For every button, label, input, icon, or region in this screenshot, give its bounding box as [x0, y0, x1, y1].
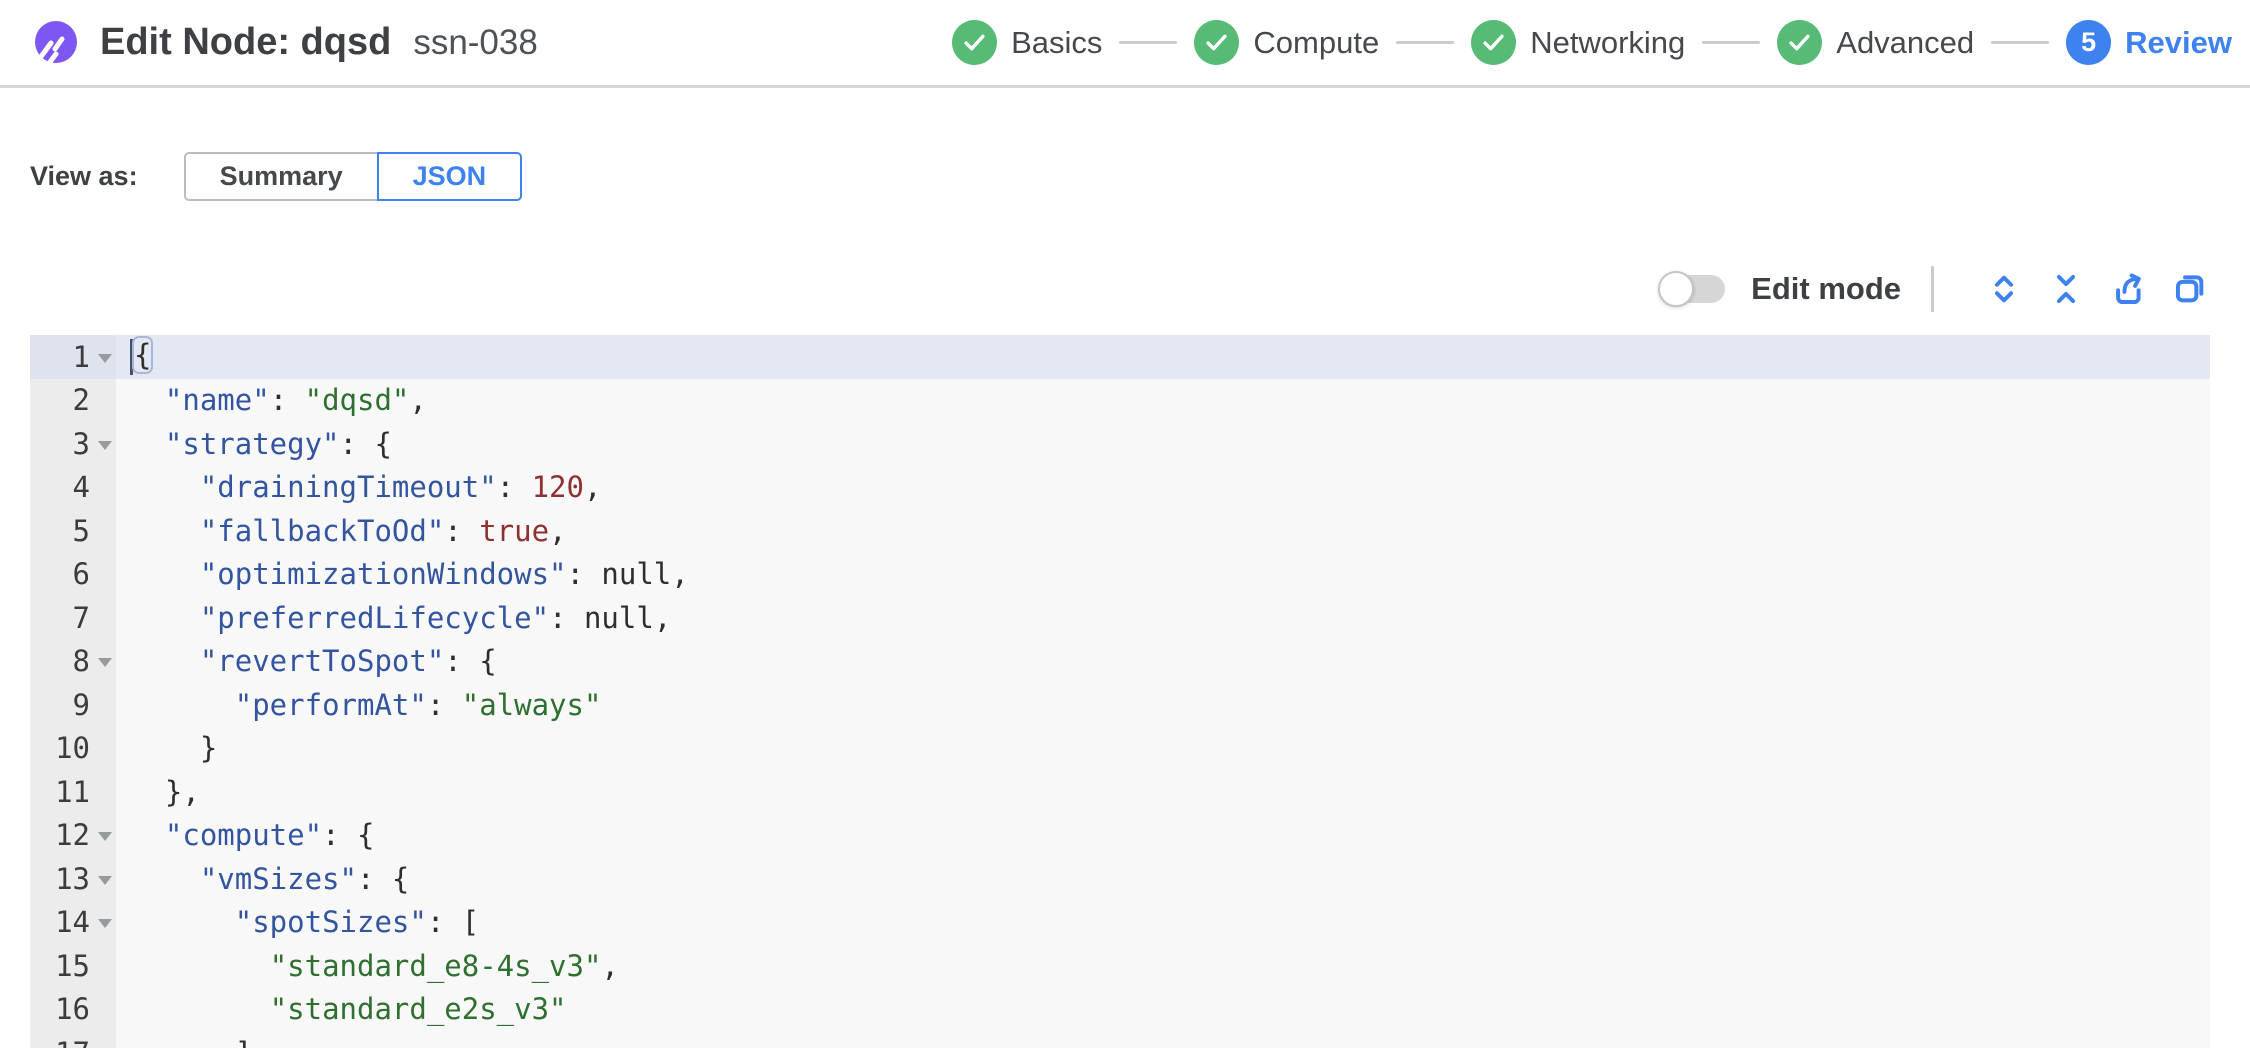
- edit-mode-label: Edit mode: [1751, 271, 1901, 306]
- line-number: 16: [30, 987, 116, 1031]
- check-icon: [1471, 20, 1517, 65]
- editor-line[interactable]: 6 "optimizationWindows": null,: [30, 552, 2210, 596]
- line-number: 11: [30, 770, 116, 814]
- code-text: }: [199, 731, 218, 766]
- line-number: 5: [30, 509, 116, 553]
- json-editor[interactable]: 1{2 "name": "dqsd",3 "strategy": {4 "dra…: [30, 335, 2210, 1048]
- line-number: 4: [30, 465, 116, 509]
- json-editor-lines: 1{2 "name": "dqsd",3 "strategy": {4 "dra…: [30, 335, 2210, 1048]
- text-cursor: [130, 339, 133, 376]
- code-text: ],: [116, 1036, 270, 1048]
- editor-line[interactable]: 17 ],: [30, 1031, 2210, 1048]
- line-number: 17: [30, 1031, 116, 1048]
- toggle-knob: [1658, 271, 1695, 307]
- step-connector: [1119, 41, 1178, 44]
- editor-line[interactable]: 11 },: [30, 770, 2210, 814]
- wizard-stepper: Basics Compute Networking Advanced 5 Review: [952, 20, 2232, 65]
- check-icon: [952, 20, 998, 65]
- editor-line[interactable]: 5 "fallbackToOd": true,: [30, 509, 2210, 553]
- collapse-all-icon[interactable]: [2046, 269, 2086, 309]
- step-compute[interactable]: Compute: [1194, 20, 1379, 65]
- title-wrap: Edit Node: dqsd ssn-038: [100, 21, 538, 64]
- copy-icon[interactable]: [2170, 269, 2210, 309]
- line-number: 12: [30, 813, 116, 857]
- step-label: Compute: [1253, 24, 1380, 60]
- code-text: "preferredLifecycle": null,: [199, 600, 672, 635]
- check-icon: [1194, 20, 1240, 65]
- node-id-label: ssn-038: [413, 23, 538, 62]
- json-view-button[interactable]: JSON: [376, 152, 523, 201]
- editor-line[interactable]: 1{: [30, 335, 2210, 379]
- line-number: 14: [30, 900, 116, 944]
- code-text: "compute": {: [164, 818, 375, 853]
- app-header: Edit Node: dqsd ssn-038 Basics Compute Net…: [0, 0, 2250, 88]
- export-icon[interactable]: [2108, 269, 2148, 309]
- expand-all-icon[interactable]: [1984, 269, 2024, 309]
- editor-line[interactable]: 13 "vmSizes": {: [30, 857, 2210, 901]
- toolbar-divider: [1931, 266, 1934, 312]
- line-number: 9: [30, 683, 116, 727]
- editor-line[interactable]: 10 }: [30, 726, 2210, 770]
- editor-line[interactable]: 14 "spotSizes": [: [30, 900, 2210, 944]
- line-number: 8: [30, 639, 116, 683]
- fold-toggle-icon[interactable]: [98, 440, 112, 450]
- editor-line[interactable]: 7 "preferredLifecycle": null,: [30, 596, 2210, 640]
- code-text: "revertToSpot": {: [199, 644, 497, 679]
- code-text: "standard_e2s_v3": [269, 992, 567, 1027]
- code-text: "vmSizes": {: [199, 861, 410, 896]
- fold-toggle-icon[interactable]: [98, 875, 112, 885]
- line-number: 13: [30, 857, 116, 901]
- line-number: 1: [30, 335, 116, 379]
- line-number: 6: [30, 552, 116, 596]
- step-advanced[interactable]: Advanced: [1777, 20, 1974, 65]
- editor-line[interactable]: 15 "standard_e8-4s_v3",: [30, 944, 2210, 988]
- editor-toolbar: Edit mode: [0, 261, 2210, 317]
- step-label: Basics: [1011, 24, 1103, 60]
- line-number: 7: [30, 596, 116, 640]
- code-text: "name": "dqsd",: [164, 383, 427, 418]
- line-number: 10: [30, 726, 116, 770]
- edit-mode-toggle[interactable]: [1658, 271, 1726, 307]
- editor-line[interactable]: 9 "performAt": "always": [30, 683, 2210, 727]
- code-text: {: [116, 336, 154, 376]
- view-as-row: View as: Summary JSON: [30, 152, 2250, 201]
- code-text: "drainingTimeout": 120,: [199, 470, 602, 505]
- step-connector: [1991, 41, 2050, 44]
- summary-view-button[interactable]: Summary: [183, 152, 377, 201]
- code-text: "standard_e8-4s_v3",: [269, 948, 619, 983]
- code-text: },: [164, 774, 200, 809]
- line-number: 2: [30, 378, 116, 422]
- step-number-badge: 5: [2066, 20, 2112, 65]
- line-number: 15: [30, 944, 116, 988]
- view-as-toggle-group: Summary JSON: [183, 152, 523, 201]
- editor-line[interactable]: 16 "standard_e2s_v3": [30, 987, 2210, 1031]
- fold-toggle-icon[interactable]: [98, 832, 112, 842]
- step-label: Review: [2125, 24, 2232, 60]
- editor-line[interactable]: 12 "compute": {: [30, 813, 2210, 857]
- code-text: "performAt": "always": [234, 687, 602, 722]
- code-text: "strategy": {: [164, 426, 392, 461]
- check-icon: [1777, 20, 1823, 65]
- editor-line[interactable]: 2 "name": "dqsd",: [30, 378, 2210, 422]
- step-label: Advanced: [1836, 24, 1975, 60]
- code-text: "optimizationWindows": null,: [199, 557, 689, 592]
- code-text: "fallbackToOd": true,: [199, 513, 567, 548]
- spot-logo-icon: [35, 20, 77, 64]
- step-label: Networking: [1530, 24, 1686, 60]
- code-text: "spotSizes": [: [234, 905, 480, 940]
- step-basics[interactable]: Basics: [952, 20, 1102, 65]
- step-review[interactable]: 5 Review: [2066, 20, 2232, 65]
- step-networking[interactable]: Networking: [1471, 20, 1685, 65]
- fold-toggle-icon[interactable]: [98, 919, 112, 929]
- step-connector: [1396, 41, 1455, 44]
- editor-line[interactable]: 8 "revertToSpot": {: [30, 639, 2210, 683]
- view-as-label: View as:: [30, 161, 138, 191]
- page-title: Edit Node: dqsd: [100, 21, 392, 63]
- fold-toggle-icon[interactable]: [98, 353, 112, 363]
- editor-line[interactable]: 3 "strategy": {: [30, 422, 2210, 466]
- step-connector: [1702, 41, 1761, 44]
- fold-toggle-icon[interactable]: [98, 658, 112, 668]
- line-number: 3: [30, 422, 116, 466]
- editor-line[interactable]: 4 "drainingTimeout": 120,: [30, 465, 2210, 509]
